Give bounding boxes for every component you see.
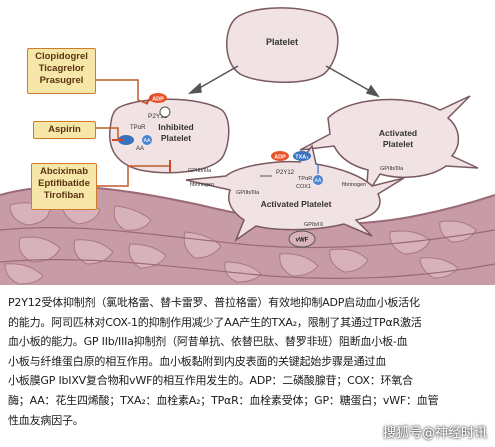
aa-badge-activated: AA xyxy=(315,178,322,184)
gpibix-label: GPIb/IX xyxy=(304,222,324,228)
aa-text-label: AA xyxy=(136,146,144,152)
drug-prasugrel: Prasugrel xyxy=(39,75,84,86)
vwf-badge: vWF xyxy=(296,238,309,244)
drug-tirofiban: Tirofiban xyxy=(43,190,85,201)
gp-right-label: GPIIb/IIIa xyxy=(380,166,404,172)
caption-line: 的能力。阿司匹林对COX-1的抑制作用减少了AA产生的TXA₂，限制了其通过TP… xyxy=(8,315,422,329)
activated-right-line2: Platelet xyxy=(383,139,413,149)
caption-line: P2Y12受体抑制剂（氯吡格雷、替卡雷罗、普拉格雷）有效地抑制ADP启动血小板活… xyxy=(8,296,420,309)
p2y12-inhibitor-box: Clopidogrel Ticagrelor Prasugrel xyxy=(27,48,96,94)
caption-line: 酶；AA：花生四烯酸；TXA₂：血栓素A₂；TPαR：血栓素受体；GP：糖蛋白；… xyxy=(8,393,439,407)
fibrinogen-labels: fibrinogen fibrinogen xyxy=(190,182,366,188)
aa-badge-inhibited: AA xyxy=(144,138,151,144)
inhibition-connectors xyxy=(96,79,171,187)
resting-platelet: Platelet xyxy=(226,7,339,83)
activation-arrows xyxy=(187,65,380,98)
cox1-label: COX1 xyxy=(296,184,311,190)
tpar-bottom-label: TPαR xyxy=(298,176,312,182)
vessel-wall xyxy=(0,185,495,285)
activated-platelet-bottom: Activated Platelet P2Y12 TPαR COX1 GPIIb… xyxy=(185,144,405,243)
adp-badge-inhibited: ADP xyxy=(152,97,164,103)
drug-eptifibatide: Eptifibatide xyxy=(38,178,90,189)
caption-line: 小板与纤维蛋白原的相互作用。血小板黏附到内皮表面的关键起始步骤是通过血 xyxy=(8,354,386,368)
inhibited-label-line2: Platelet xyxy=(161,133,191,143)
platelet-mechanism-diagram: Platelet Inhibited Platelet P2Y12 TPαR A… xyxy=(0,7,495,285)
gp-bottom-label: GPIIb/IIIa xyxy=(236,190,260,196)
adp-badge-activated: ADP xyxy=(274,155,286,161)
figure-caption: P2Y12受体抑制剂（氯吡格雷、替卡雷罗、普拉格雷）有效地抑制ADP启动血小板活… xyxy=(8,293,490,430)
gp-inhibitor-box: Abciximab Eptifibatide Tirofiban xyxy=(31,163,97,210)
drug-clopidogrel: Clopidogrel xyxy=(35,51,88,62)
inhibited-platelet: Inhibited Platelet P2Y12 TPαR AA GPIIb/I… xyxy=(108,98,230,174)
tpar-receptor-label: TPαR xyxy=(130,125,146,131)
activated-bottom-label: Activated Platelet xyxy=(261,199,332,209)
activated-right-line1: Activated xyxy=(379,128,417,138)
txa2-badge-activated: TXA₂ xyxy=(295,155,309,161)
caption-line: 小板膜GP IbIXV复合物和vWF的相互作用发生的。ADP：二磷酸腺苷；COX… xyxy=(8,374,413,388)
drug-abciximab: Abciximab xyxy=(39,166,89,177)
fibrinogen-left: fibrinogen xyxy=(190,182,214,188)
p2y12-receptor-label: P2Y12 xyxy=(148,113,168,120)
p2y12-bottom-label: P2Y12 xyxy=(276,170,295,176)
inhibited-label-line1: Inhibited xyxy=(158,122,193,132)
drug-ticagrelor: Ticagrelor xyxy=(38,63,85,74)
inhibited-badges: ADP AA xyxy=(118,93,171,145)
drug-aspirin: Aspirin xyxy=(48,124,81,135)
watermark: 搜狐号@神经时讯 xyxy=(382,426,487,441)
aspirin-box: Aspirin xyxy=(33,121,96,139)
activated-badges: ADP TXA₂ AA vWF xyxy=(260,151,323,248)
fibrinogen-right: fibrinogen xyxy=(342,182,366,188)
platelet-label: Platelet xyxy=(266,37,298,47)
caption-line: 血小板的能力。GP IIb/IIIa抑制剂（阿昔单抗、依替巴肽、替罗非班）阻断血… xyxy=(8,335,408,349)
caption-line: 性血友病因子。 xyxy=(8,413,84,427)
gp-inhibited-label: GPIIb/IIIa xyxy=(188,168,212,174)
activated-platelet-right: Activated Platelet GPIIb/IIIa xyxy=(299,95,479,197)
